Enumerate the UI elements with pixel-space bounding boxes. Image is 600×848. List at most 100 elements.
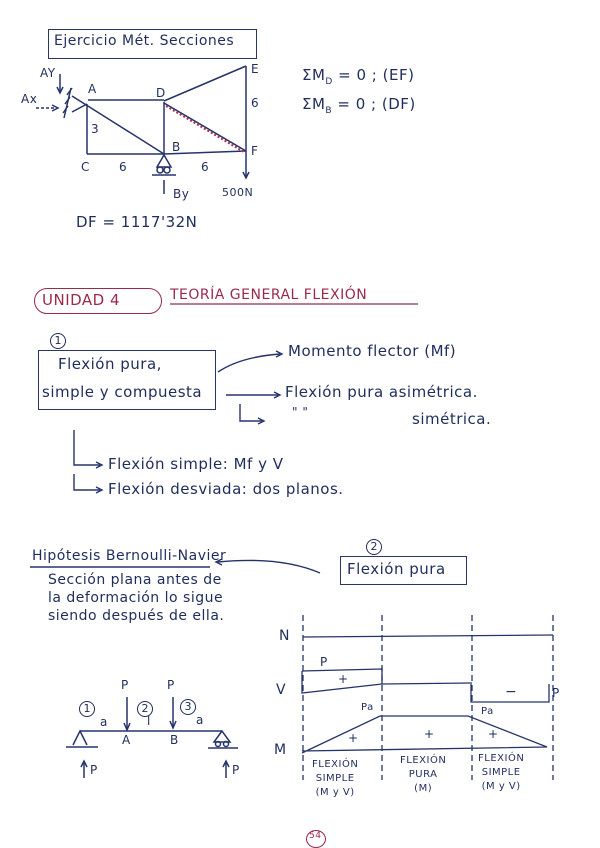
diagram-m-label: M — [274, 742, 287, 758]
beam-load-right: P — [167, 678, 175, 692]
zone-3-line2: SIMPLE — [481, 767, 521, 778]
page-number: 54 — [309, 831, 322, 841]
equation-2: ΣMB = 0 ; (DF) — [302, 95, 416, 116]
zone-3-line1: FLEXIÓN — [478, 753, 525, 764]
dim-6-left: 6 — [119, 160, 128, 174]
label-a: A — [88, 82, 97, 96]
section-2-number: 2 — [366, 539, 382, 555]
v-diagram-negative — [470, 684, 550, 703]
arrow-simetrica — [239, 404, 262, 422]
hypothesis-line2: la deformación lo sigue — [48, 590, 224, 606]
n-diagram — [302, 634, 554, 638]
section-1-line2: simple y compuesta — [42, 383, 203, 401]
load-arrow — [242, 171, 250, 180]
v-right-value: P — [552, 686, 560, 700]
eq1-sub: D — [325, 77, 333, 87]
dim-6-right: 6 — [201, 160, 210, 174]
zone-2-line2: PURA — [408, 769, 438, 780]
ditto-marks: " " — [292, 405, 309, 419]
zone-1-line2: SIMPLE — [315, 773, 355, 784]
beam-point-b: B — [170, 733, 179, 747]
arrow-hypothesis — [217, 559, 321, 574]
eq2-sigma: ΣM — [302, 95, 326, 113]
pin-support-left — [72, 729, 88, 746]
truss-member-de — [163, 65, 247, 102]
section-2-box — [340, 556, 467, 585]
hypothesis-title: Hipótesis Bernoulli-Navier — [32, 548, 227, 564]
v-left-sign: + — [338, 672, 349, 686]
zone-2-line1: FLEXIÓN — [400, 755, 447, 766]
zone-1-line1: FLEXIÓN — [312, 759, 359, 770]
label-f: F — [251, 144, 259, 158]
momento-flector-text: Momento flector (Mf) — [288, 342, 457, 360]
zone-label-1: FLEXIÓN SIMPLE (M y V) — [312, 758, 358, 800]
m-sign-1: + — [348, 731, 359, 745]
section-1-number: 1 — [50, 333, 66, 349]
truss-member-bf — [163, 150, 247, 155]
beam-reaction-left: P — [90, 763, 98, 777]
zone-label-2: FLEXIÓN PURA (M) — [400, 754, 446, 796]
m-diagram — [301, 715, 548, 754]
eq1-sigma: ΣM — [302, 66, 326, 84]
beam-span-l: l — [147, 714, 151, 728]
zone-label-3: FLEXIÓN SIMPLE (M y V) — [478, 752, 524, 794]
truss-member-ab — [71, 95, 165, 155]
truss-member-df — [163, 102, 247, 152]
hypothesis-line1: Sección plana antes de — [48, 572, 222, 588]
beam-zone-1: 1 — [79, 701, 95, 717]
exercise-title-box — [48, 29, 257, 59]
flexion-asimetrica-text: Flexión pura asimétrica. — [285, 383, 478, 401]
diagram-n-label: N — [279, 628, 290, 644]
equation-1: ΣMD = 0 ; (EF) — [302, 66, 414, 87]
label-c: C — [81, 160, 90, 174]
v-left-value: P — [320, 655, 328, 669]
eq2-rest: = 0 ; (DF) — [337, 95, 416, 113]
beam-zone-3: 3 — [180, 699, 196, 715]
zone-2-line3: (M) — [414, 783, 433, 794]
beam-reaction-right: P — [232, 763, 240, 777]
unit-badge-box — [34, 288, 162, 314]
eq1-rest: = 0 ; (EF) — [338, 66, 415, 84]
beam-load-left: P — [121, 678, 129, 692]
label-ax: Ax — [21, 92, 38, 106]
label-ay: AY — [40, 66, 56, 80]
diagram-v-label: V — [276, 682, 287, 698]
arrow-flexion-simple — [73, 430, 100, 466]
wall-support — [63, 87, 72, 119]
roller-support-b — [155, 153, 173, 168]
label-by: By — [173, 187, 190, 201]
v-right-sign: − — [505, 684, 518, 700]
beam-span-a-left: a — [100, 715, 108, 729]
roller-support-right — [212, 729, 232, 743]
truss-member-df-highlight — [165, 105, 245, 153]
result-df: DF = 1117'32N — [76, 213, 198, 231]
label-e: E — [251, 62, 260, 76]
section-2-title: Flexión pura — [347, 560, 446, 578]
flexion-simple-text: Flexión simple: Mf y V — [108, 455, 284, 473]
flexion-desviada-text: Flexión desviada: dos planos. — [108, 480, 344, 498]
zone-3-line3: (M y V) — [481, 781, 521, 792]
section-1-line1: Flexión pura, — [58, 355, 162, 373]
m-sign-3: + — [488, 727, 499, 741]
label-d: D — [156, 86, 166, 100]
beam-zone-2: 2 — [137, 701, 153, 717]
section-1-box — [38, 350, 216, 410]
hypothesis-line3: siendo después de ella. — [48, 608, 225, 624]
unit-badge: UNIDAD 4 — [42, 291, 121, 309]
label-load: 500N — [222, 186, 254, 199]
flexion-simetrica-text: simétrica. — [412, 410, 492, 428]
v-diagram-zero — [381, 682, 473, 685]
dim-3: 3 — [91, 122, 100, 136]
beam-point-a: A — [122, 733, 131, 747]
m-right-value: Pa — [481, 706, 494, 717]
arrow-momento — [217, 353, 281, 373]
eq2-sub: B — [325, 106, 333, 116]
unit-title: TEORÍA GENERAL FLEXIÓN — [170, 287, 368, 303]
m-left-value: Pa — [361, 702, 374, 713]
zone-1-line3: (M y V) — [315, 787, 355, 798]
exercise-title: Ejercicio Mét. Secciones — [54, 33, 235, 49]
beam-span-a-right: a — [196, 713, 204, 727]
label-b: B — [172, 140, 181, 154]
m-sign-2: + — [424, 727, 435, 741]
